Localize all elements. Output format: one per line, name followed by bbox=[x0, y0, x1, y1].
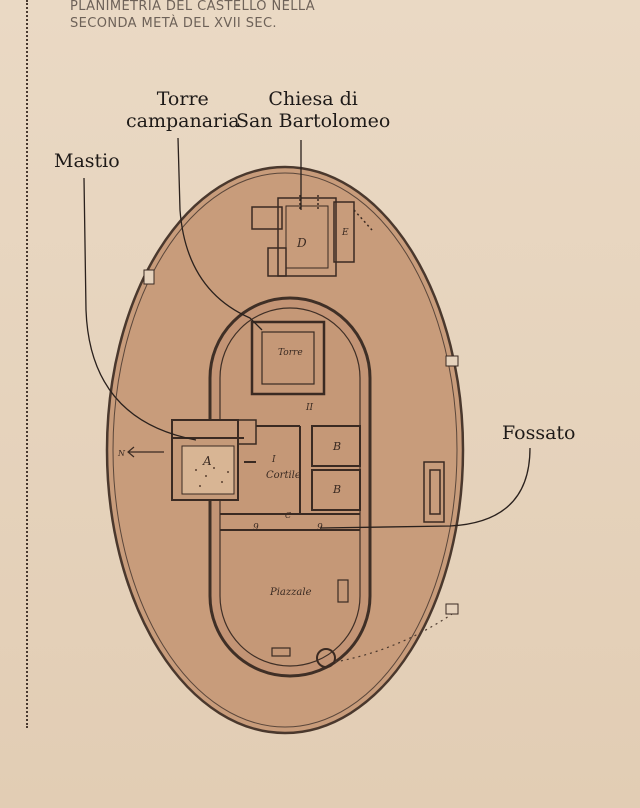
leader-mastio bbox=[83, 177, 197, 441]
outer-moat-inner-edge bbox=[112, 172, 458, 728]
outer-structure bbox=[423, 461, 445, 523]
note-room-ii: II bbox=[305, 403, 314, 413]
keep-block bbox=[171, 419, 257, 501]
courtyard-walls bbox=[220, 425, 361, 531]
label-torre-campanaria: Torre campanaria bbox=[126, 88, 240, 132]
north-arrow bbox=[127, 446, 164, 458]
leader-torre bbox=[177, 137, 263, 331]
label-chiesa-line-1: Chiesa di bbox=[268, 88, 358, 110]
label-mastio: Mastio bbox=[54, 150, 120, 172]
note-room-i: I bbox=[271, 455, 276, 465]
piazzale-box bbox=[337, 579, 349, 603]
leader-lines bbox=[83, 137, 531, 529]
label-chiesa: Chiesa di San Bartolomeo bbox=[236, 88, 390, 132]
note-room-b1: B bbox=[332, 440, 341, 453]
note-room-b2: B bbox=[332, 483, 341, 496]
church-building bbox=[251, 195, 373, 277]
note-piazzale: Piazzale bbox=[269, 587, 312, 598]
note-arrow-n: N bbox=[117, 449, 126, 458]
gate-south bbox=[271, 647, 291, 657]
label-torre-line-1: Torre bbox=[156, 88, 209, 110]
bell-tower bbox=[250, 320, 326, 396]
label-chiesa-line-2: San Bartolomeo bbox=[236, 110, 391, 132]
note-room-c: C bbox=[285, 511, 291, 520]
note-room-a: A bbox=[202, 454, 212, 468]
note-room-d: D bbox=[296, 236, 307, 250]
note-num-9a: 9 bbox=[253, 523, 259, 533]
caption-line-2: SECONDA METÀ DEL XVII SEC. bbox=[70, 16, 277, 31]
note-cortile: Cortile bbox=[266, 470, 301, 481]
dotted-divider bbox=[26, 0, 28, 728]
label-fossato: Fossato bbox=[502, 422, 576, 444]
plan-caption: PLANIMETRIA DEL CASTELLO NELLA SECONDA M… bbox=[70, 0, 315, 32]
leader-fossato bbox=[319, 447, 531, 529]
note-room-e: E bbox=[341, 228, 349, 238]
note-torre: Torre bbox=[278, 348, 303, 358]
caption-line-1: PLANIMETRIA DEL CASTELLO NELLA bbox=[70, 0, 316, 14]
label-torre-line-2: campanaria bbox=[126, 110, 240, 132]
moat-notches bbox=[143, 269, 459, 615]
keep-dots bbox=[195, 467, 229, 487]
round-tower bbox=[316, 648, 336, 668]
